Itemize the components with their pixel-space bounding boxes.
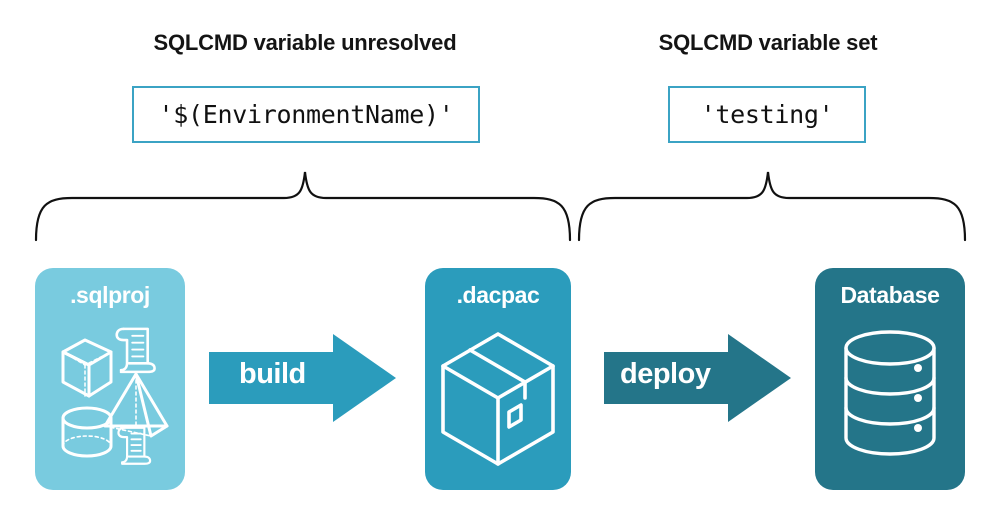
database-cylinder-icon <box>844 330 936 456</box>
stage-box-database[interactable]: Database <box>815 268 965 490</box>
arrow-label-build: build <box>239 358 306 390</box>
arrow-label-deploy: deploy <box>620 358 711 390</box>
heading-sqlcmd-set: SQLCMD variable set <box>658 30 878 55</box>
cube-icon <box>61 338 113 398</box>
status-dot <box>914 424 922 432</box>
arrow-deploy-shape <box>604 334 791 422</box>
stage-label-database: Database <box>840 282 940 308</box>
heading-sqlcmd-unresolved: SQLCMD variable unresolved <box>153 30 457 55</box>
code-box-environment-name: '$(EnvironmentName)' <box>132 86 480 143</box>
stage-label-sqlproj: .sqlproj <box>70 282 150 308</box>
project-shapes-icon <box>61 327 169 465</box>
package-box-icon <box>441 332 555 466</box>
stage-label-dacpac: .dacpac <box>456 282 540 308</box>
stage-box-sqlproj[interactable]: .sqlproj <box>35 268 185 490</box>
cylinder-icon <box>61 406 113 458</box>
arrow-build <box>209 334 396 422</box>
pyramid-icon <box>103 372 169 438</box>
script-scroll-icon <box>117 426 152 465</box>
brace-build-scope-icon <box>34 171 572 242</box>
arrow-build-shape <box>209 334 396 422</box>
status-dot <box>914 394 922 402</box>
brace-deploy-scope-icon <box>577 171 967 242</box>
script-scroll-icon <box>115 327 156 374</box>
status-dot <box>914 364 922 372</box>
stage-box-dacpac[interactable]: .dacpac <box>425 268 571 490</box>
arrow-deploy <box>604 334 791 422</box>
code-box-testing: 'testing' <box>668 86 866 143</box>
